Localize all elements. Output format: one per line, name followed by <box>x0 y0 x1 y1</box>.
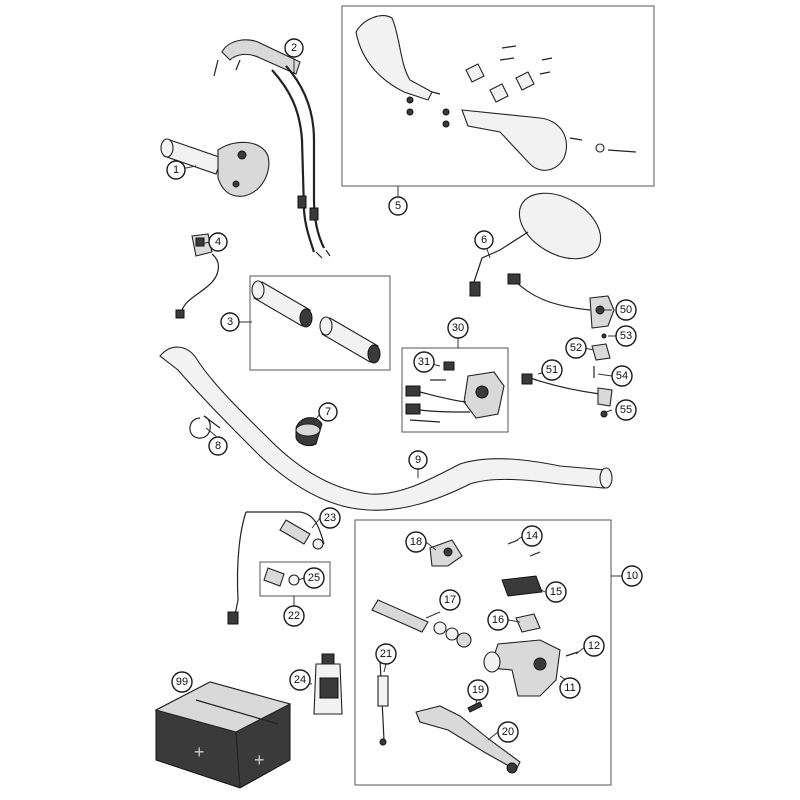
callout-12: 12 <box>583 635 605 657</box>
callout-2: 2 <box>284 38 304 58</box>
part-brake-fluid-bottle <box>313 653 343 715</box>
part-hand-guards <box>355 15 637 171</box>
part-throttle-grip <box>160 138 270 197</box>
svg-text:1: 1 <box>173 164 179 176</box>
svg-text:2: 2 <box>291 42 297 54</box>
part-light-switch <box>405 361 505 423</box>
svg-text:55: 55 <box>620 404 632 416</box>
part-piston-kit <box>371 599 472 648</box>
callout-30: 30 <box>447 317 469 339</box>
svg-text:30: 30 <box>452 322 464 334</box>
group-box-banjo <box>259 561 331 597</box>
callout-50: 50 <box>615 299 637 321</box>
callout-16: 16 <box>487 609 509 631</box>
group-box-brake-master <box>354 519 612 786</box>
svg-text:99: 99 <box>176 676 188 688</box>
callout-10: 10 <box>621 565 643 587</box>
callout-99: 99 <box>171 671 193 693</box>
group-box-hand-guards <box>341 5 655 187</box>
callout-17: 17 <box>439 589 461 611</box>
svg-text:31: 31 <box>418 356 430 368</box>
part-tool-box: + + <box>154 681 292 789</box>
part-kill-switch <box>175 233 219 319</box>
svg-text:22: 22 <box>288 610 300 622</box>
svg-text:6: 6 <box>481 234 487 246</box>
svg-text:8: 8 <box>215 440 221 452</box>
callout-11: 11 <box>559 677 581 699</box>
svg-text:51: 51 <box>546 364 558 376</box>
callout-31: 31 <box>413 351 435 373</box>
callout-55: 55 <box>615 399 637 421</box>
svg-text:23: 23 <box>324 512 336 524</box>
svg-text:12: 12 <box>588 640 600 652</box>
callout-22: 22 <box>283 605 305 627</box>
part-master-clamp <box>429 539 463 567</box>
svg-text:16: 16 <box>492 614 504 626</box>
svg-text:54: 54 <box>616 370 628 382</box>
part-throttle-cables <box>213 39 331 259</box>
svg-text:10: 10 <box>626 570 638 582</box>
callout-8: 8 <box>208 436 228 456</box>
svg-text:53: 53 <box>620 330 632 342</box>
svg-text:50: 50 <box>620 304 632 316</box>
callout-3: 3 <box>220 312 240 332</box>
callout-24: 24 <box>289 669 311 691</box>
callout-18: 18 <box>405 531 427 553</box>
part-banjo-bolt <box>263 567 300 587</box>
callout-53: 53 <box>615 325 637 347</box>
group-box-grips <box>249 275 391 371</box>
svg-text:19: 19 <box>472 684 484 696</box>
callout-15: 15 <box>545 581 567 603</box>
svg-text:52: 52 <box>570 342 582 354</box>
callout-6: 6 <box>474 230 494 250</box>
svg-text:9: 9 <box>415 454 421 466</box>
group-box-switch <box>401 347 509 433</box>
svg-text:15: 15 <box>550 586 562 598</box>
svg-text:4: 4 <box>215 236 221 248</box>
callout-1: 1 <box>166 160 186 180</box>
part-master-lid <box>515 613 541 633</box>
svg-text:20: 20 <box>502 726 514 738</box>
svg-text:11: 11 <box>564 682 575 694</box>
callout-19: 19 <box>467 679 489 701</box>
svg-text:7: 7 <box>325 406 331 418</box>
svg-text:18: 18 <box>410 536 422 548</box>
svg-text:14: 14 <box>526 530 538 542</box>
callout-54: 54 <box>611 365 633 387</box>
callout-21: 21 <box>375 643 397 665</box>
callout-4: 4 <box>208 232 228 252</box>
part-brake-lever <box>415 705 521 774</box>
svg-text:17: 17 <box>444 594 456 606</box>
callout-20: 20 <box>497 721 519 743</box>
part-brake-line <box>227 511 325 625</box>
part-reservoir-cap <box>501 575 543 597</box>
part-horn-switch <box>507 273 615 418</box>
callout-52: 52 <box>565 337 587 359</box>
part-cable-tie <box>189 415 221 439</box>
svg-text:24: 24 <box>294 674 306 686</box>
part-bleed-nipple-holder <box>377 659 389 746</box>
svg-text:+: + <box>194 742 205 762</box>
part-lever-pin <box>467 701 483 713</box>
svg-text:21: 21 <box>380 648 392 660</box>
callout-25: 25 <box>303 567 325 589</box>
callout-7: 7 <box>318 402 338 422</box>
callout-14: 14 <box>521 525 543 547</box>
part-mirror <box>469 192 602 297</box>
callout-51: 51 <box>541 359 563 381</box>
callout-23: 23 <box>319 507 341 529</box>
svg-text:3: 3 <box>227 316 233 328</box>
callout-5: 5 <box>388 196 408 216</box>
svg-text:+: + <box>254 750 265 770</box>
svg-text:25: 25 <box>308 572 320 584</box>
part-handlebar <box>159 346 613 511</box>
part-clamp-rubber <box>295 417 323 447</box>
callout-9: 9 <box>408 450 428 470</box>
part-brake-master-cylinder <box>483 639 579 697</box>
svg-text:5: 5 <box>395 200 401 212</box>
part-grips <box>251 280 381 364</box>
